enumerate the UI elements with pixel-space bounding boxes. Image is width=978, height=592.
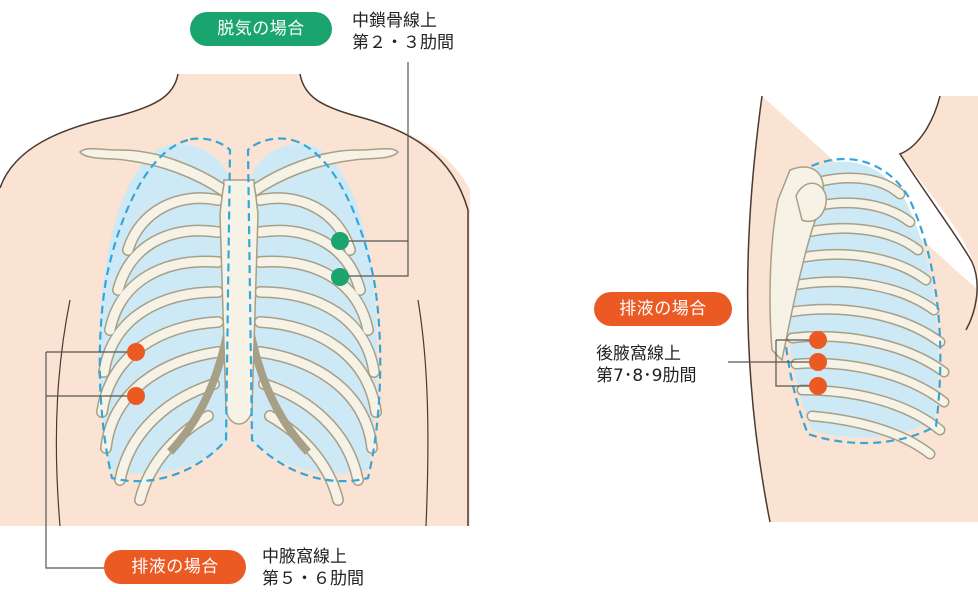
side-drain-marker-9th [809,377,827,395]
pneumothorax-site-note: 中鎖骨線上 第２・３肋間 [352,10,454,54]
side-drainage-site-note: 後腋窩線上 第7･8･9肋間 [596,343,696,387]
pneumo-marker-2nd [331,232,349,250]
pneumothorax-site-line2: 第２・３肋間 [352,32,454,54]
side-drain-marker-7th [809,331,827,349]
side-drainage-site-line1: 後腋窩線上 [596,343,696,365]
drain-marker-5th [127,343,145,361]
front-drainage-site-line1: 中腋窩線上 [262,546,364,568]
pneumo-marker-3rd [331,268,349,286]
side-drainage-site-line2: 第7･8･9肋間 [596,365,696,387]
front-drainage-site-line2: 第５・６肋間 [262,568,364,590]
pneumothorax-badge: 脱気の場合 [190,12,332,46]
pneumothorax-site-line1: 中鎖骨線上 [352,10,454,32]
front-torso [0,74,470,526]
side-drainage-badge: 排液の場合 [594,292,732,326]
side-drain-marker-8th [809,353,827,371]
front-drainage-badge: 排液の場合 [104,550,246,584]
front-drainage-site-note: 中腋窩線上 第５・６肋間 [262,546,364,590]
drain-marker-6th [127,387,145,405]
